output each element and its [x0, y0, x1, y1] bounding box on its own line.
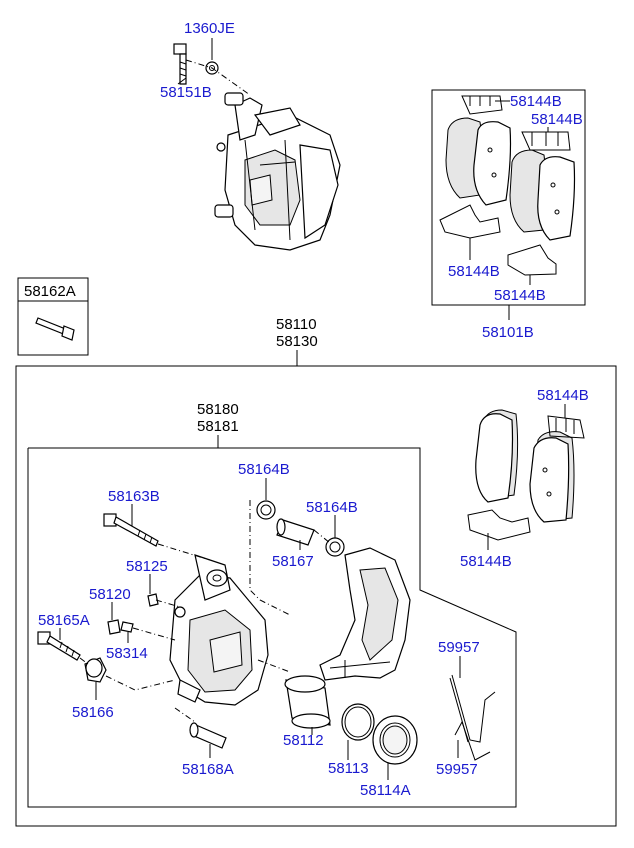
- centerline-piston: [257, 659, 291, 673]
- brake-pad-kit-lower: [467, 409, 585, 541]
- centerline-pin-upper: [249, 500, 291, 616]
- leader-58151b: [177, 77, 187, 85]
- centerline-58314: [132, 627, 176, 641]
- label-58144b-5: 58144B: [537, 387, 589, 404]
- box-assembly: [15, 365, 617, 827]
- label-58101b: 58101B: [482, 324, 534, 341]
- label-58144b-4: 58144B: [494, 287, 546, 304]
- label-58162a: 58162A: [24, 283, 76, 300]
- label-59957-1: 59957: [438, 639, 480, 656]
- centerline-58167: [313, 529, 331, 544]
- boot-58114a: [372, 715, 418, 765]
- label-58164b-2: 58164B: [306, 499, 358, 516]
- bleeder-58125: [147, 593, 159, 607]
- centerline-58163b: [157, 543, 211, 561]
- boot-58164b-lower: [325, 537, 345, 557]
- label-58167: 58167: [272, 553, 314, 570]
- centerline-58125: [155, 599, 181, 608]
- box-58162a: [17, 277, 89, 356]
- label-58110: 58110: [276, 316, 317, 333]
- centerline-58166: [105, 675, 176, 691]
- label-58168a: 58168A: [182, 761, 234, 778]
- bolt-58163b: [103, 513, 159, 547]
- label-58164b-1: 58164B: [238, 461, 290, 478]
- guide-pin-58167: [276, 518, 315, 546]
- boot-58164b-upper: [256, 500, 276, 520]
- centerline-58165a: [79, 657, 89, 665]
- caliper-bracket: [319, 547, 411, 681]
- screw-58314: [120, 621, 134, 633]
- guide-pin-58168a: [189, 722, 227, 749]
- spring-59957-lower: [454, 720, 491, 761]
- label-1360je: 1360JE: [184, 20, 235, 37]
- label-58130: 58130: [276, 333, 318, 350]
- caliper-body: [169, 554, 269, 706]
- label-58120: 58120: [89, 586, 131, 603]
- cap-58120: [107, 619, 121, 635]
- centerline-58168a: [174, 707, 196, 723]
- label-58180: 58180: [197, 401, 239, 418]
- assembly-centerline-top: [185, 59, 251, 96]
- box-caliper: [27, 447, 517, 808]
- label-58165a: 58165A: [38, 612, 90, 629]
- label-58144b-2: 58144B: [531, 111, 583, 128]
- brake-pad-kit-top: [439, 95, 576, 276]
- label-58314: 58314: [106, 645, 148, 662]
- label-58113: 58113: [328, 760, 369, 777]
- label-58112: 58112: [283, 732, 324, 749]
- label-58166: 58166: [72, 704, 114, 721]
- label-58144b-6: 58144B: [460, 553, 512, 570]
- seal-58113: [341, 703, 375, 741]
- label-58144b-1: 58144B: [510, 93, 562, 110]
- label-58181: 58181: [197, 418, 239, 435]
- piston-58112: [284, 675, 331, 729]
- bolt-58165a: [37, 631, 81, 661]
- bolt-58162a: [35, 317, 75, 341]
- boot-58166: [84, 657, 107, 683]
- caliper-assembly-top: [214, 92, 341, 251]
- label-58163b: 58163B: [108, 488, 160, 505]
- label-58125: 58125: [126, 558, 168, 575]
- label-58114a: 58114A: [360, 782, 411, 799]
- label-59957-2: 59957: [436, 761, 478, 778]
- label-58144b-3: 58144B: [448, 263, 500, 280]
- label-58151b: 58151B: [160, 84, 212, 101]
- bolt-58151b: [173, 43, 187, 85]
